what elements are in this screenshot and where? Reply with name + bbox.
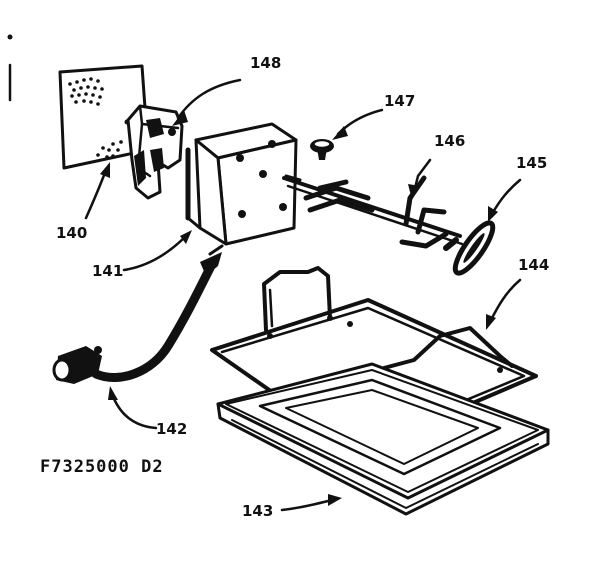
part-141-motor-box <box>185 122 298 246</box>
callout-143: 143 <box>242 502 273 520</box>
model-number: F7325000 D2 <box>40 457 164 477</box>
scan-marks <box>7 34 13 102</box>
callout-140: 140 <box>56 224 87 242</box>
part-148-bracket <box>126 104 184 200</box>
callout-147: 147 <box>384 92 415 110</box>
callout-141: 141 <box>92 262 123 280</box>
part-142-power-cord <box>52 244 224 384</box>
leader-lines <box>84 78 522 512</box>
callout-labels: 148 147 146 145 144 140 141 142 143 F732… <box>40 54 549 520</box>
part-145-handle <box>443 220 496 276</box>
callout-145: 145 <box>516 154 547 172</box>
part-146-spit-rod <box>282 174 464 249</box>
callout-142: 142 <box>156 420 187 438</box>
callout-148: 148 <box>250 54 281 72</box>
part-147-screw <box>310 139 334 160</box>
callout-146: 146 <box>434 132 465 150</box>
callout-144: 144 <box>518 256 549 274</box>
part-143-drip-pan <box>216 362 550 516</box>
